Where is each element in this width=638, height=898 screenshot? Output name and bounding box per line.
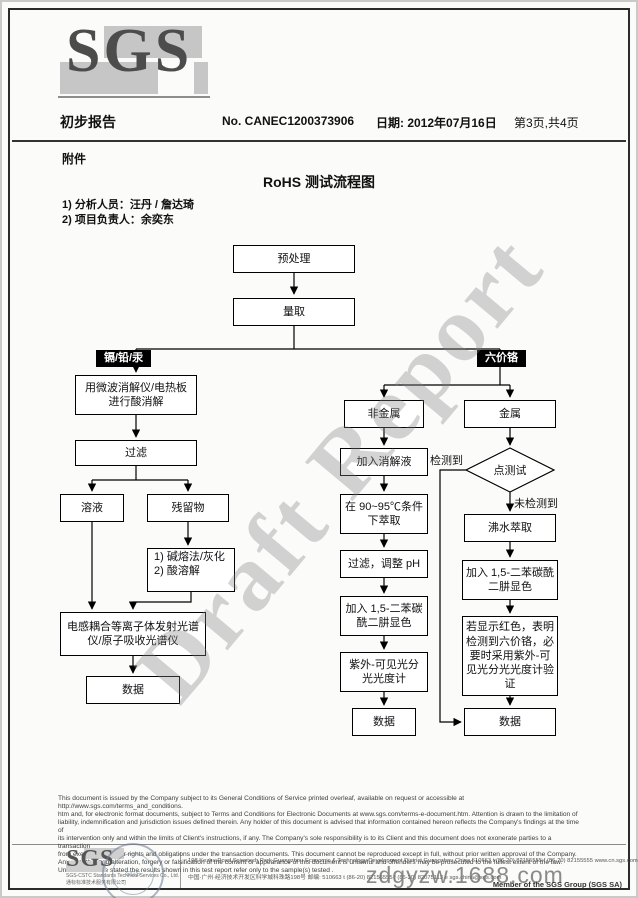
node-reagent-mid: 加入 1,5-二苯碳酰二肼显色 (340, 596, 428, 636)
node-extraction: 在 90~95℃条件下萃取 (340, 494, 428, 534)
footer-company-cn: 通标标准技术服务有限公司 (66, 879, 127, 886)
disclaimer-line: liability, indemnification and jurisdict… (58, 819, 579, 835)
report-date: 日期: 2012年07月16日 (376, 116, 497, 130)
node-alkali-fusion: 1) 碱熔法/灰化 2) 酸溶解 (147, 548, 235, 592)
stamp-inner-text: SGS (112, 853, 154, 895)
node-residue: 残留物 (147, 494, 229, 522)
node-uv-vis: 紫外-可见光分光光度计 (340, 652, 428, 692)
disclaimer-line: Any unauthorized alteration, forgery or … (58, 859, 563, 867)
node-metal: 金属 (464, 400, 556, 428)
node-nonmetal: 非金属 (344, 400, 424, 428)
disclaimer-line: This document is issued by the Company s… (58, 795, 465, 811)
analyst-line: 1) 分析人员：汪丹 / 詹达琦 (62, 199, 195, 211)
alkali-line1: 1) 碱熔法/灰化 (154, 551, 225, 563)
page-title: RoHS 测试流程图 (263, 174, 375, 190)
logo-underline (58, 96, 210, 98)
site-watermark: zdgyzw.1688.com (366, 862, 564, 888)
node-pretreatment: 预处理 (233, 245, 355, 273)
node-confirmation: 若显示红色，表明检测到六价铬，必要时采用紫外-可见光分光光度计验证 (462, 616, 558, 696)
address-chinese: 中国·广州·经济技术开发区科学城科珠路198号 邮编: 510663 t (86… (188, 875, 502, 881)
company-stamp: SGS (102, 843, 164, 898)
node-data-mid: 数据 (352, 708, 416, 736)
node-filter: 过滤 (75, 440, 197, 466)
project-leader-line: 2) 项目负责人：余奕东 (62, 214, 174, 226)
sgs-logo: SGS (58, 17, 210, 100)
node-icp-aas: 电感耦合等离子体发射光谱仪/原子吸收光谱仪 (60, 612, 206, 656)
logo-block-top (104, 26, 202, 58)
node-reagent-right: 加入 1,5-二苯碳酰二肼显色 (462, 560, 558, 600)
node-boiling-extraction: 沸水萃取 (464, 514, 556, 542)
page-indicator: 第3页,共4页 (514, 116, 579, 130)
report-type: 初步报告 (60, 114, 116, 130)
logo-text: SGS (66, 17, 193, 85)
node-add-digestion: 加入消解液 (340, 448, 428, 476)
report-number: No. CANEC1200373906 (222, 114, 355, 128)
node-measure: 量取 (233, 298, 355, 326)
footer-logo-block-top (84, 848, 124, 859)
node-spot-test: 点测试 (493, 465, 527, 477)
node-data-right: 数据 (464, 708, 556, 736)
alkali-line2: 2) 酸溶解 (154, 565, 200, 578)
branch-label-cr6: 六价铬 (477, 350, 526, 368)
acid-digestion-line1: 用微波消解仪/电热板 (84, 381, 188, 394)
member-line: Member of the SGS Group (SGS SA) (492, 880, 622, 889)
address-english: 198 Kezhu Road,Scientech Park Guangzhou … (188, 858, 638, 864)
disclaimer-line: htm and, for electronic format documents… (58, 811, 578, 819)
footer-logo-block-bottom (66, 861, 106, 872)
logo-block-bottom (60, 62, 158, 94)
branch-label-cd-pb-hg: 镉/铅/汞 (96, 350, 152, 368)
disclaimer-line: its intervention only and within the lim… (58, 835, 552, 851)
footer-divider (12, 844, 626, 845)
node-data-left: 数据 (86, 676, 180, 704)
footer-vertical-divider (180, 852, 181, 888)
acid-digestion-line2: 进行酸消解 (108, 396, 164, 408)
label-not-detected: 未检测到 (514, 498, 558, 510)
logo-block-right (194, 62, 208, 94)
label-detected: 检测到 (430, 455, 463, 467)
disclaimer-line: Unless otherwise stated the results show… (58, 867, 334, 875)
header-divider (12, 140, 626, 142)
node-acid-digestion: 用微波消解仪/电热板 进行酸消解 (75, 375, 197, 415)
node-solution: 溶液 (60, 494, 124, 522)
disclaimer-block: This document is issued by the Company s… (58, 795, 584, 875)
spot-test-diamond (464, 447, 556, 493)
disclaimer-line: from exercising all their rights and obl… (58, 851, 577, 859)
node-filter-ph: 过滤，调整 pH (340, 550, 428, 578)
attachment-label: 附件 (62, 152, 87, 166)
